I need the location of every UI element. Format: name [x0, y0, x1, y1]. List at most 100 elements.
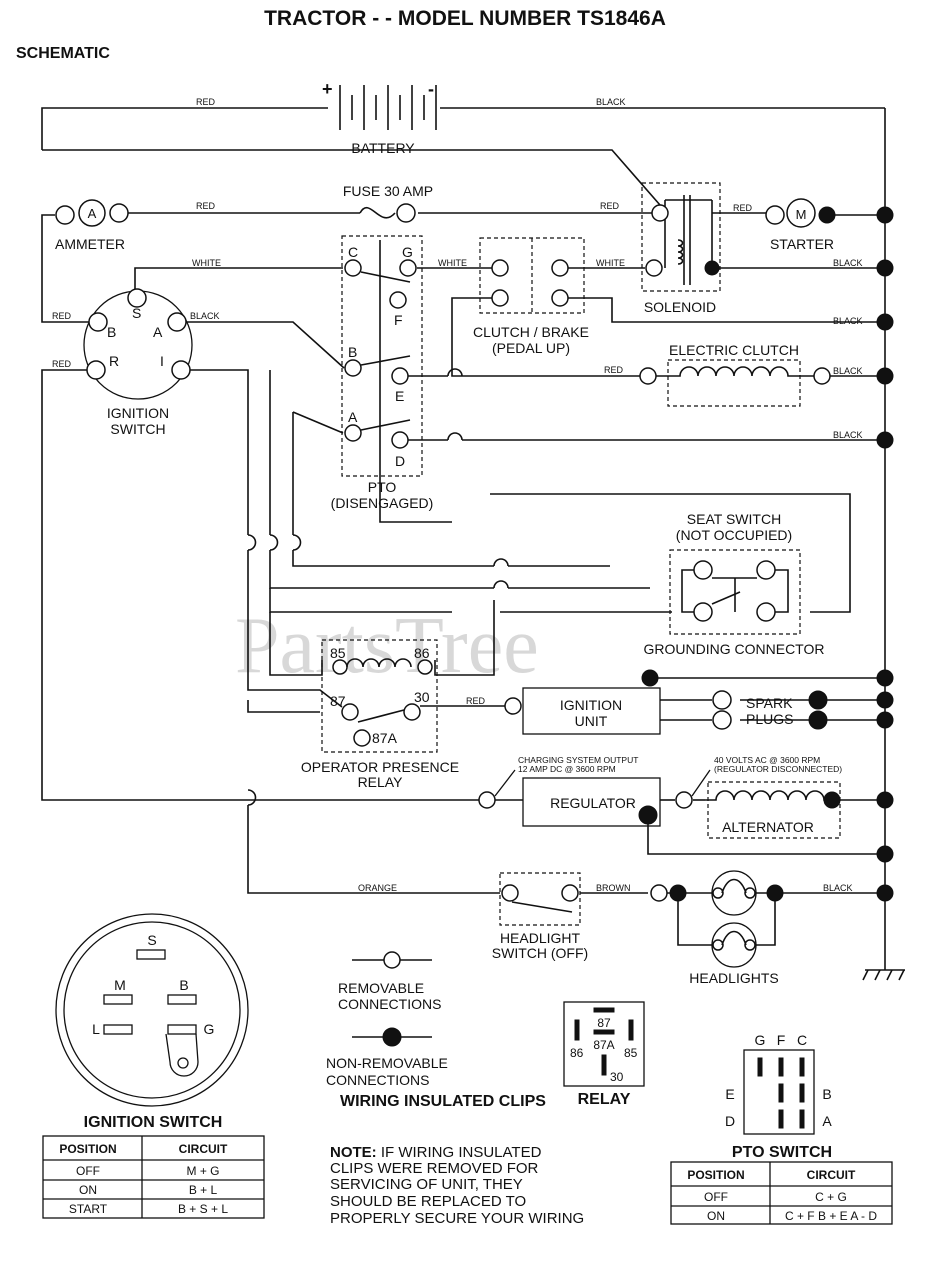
- opr-label-1: OPERATOR PRESENCE: [301, 759, 459, 775]
- relay-face-87: 87: [597, 1016, 611, 1030]
- ign-face-s: S: [147, 932, 156, 948]
- note-line-5: PROPERLY SECURE YOUR WIRING: [330, 1210, 584, 1227]
- ign-terminal-r: R: [109, 353, 119, 369]
- alt-note-1: 40 VOLTS AC @ 3600 RPM: [714, 755, 820, 765]
- operator-presence-relay: 85 86 87 30 87A OPERATOR PRESENCE RELAY: [301, 639, 459, 790]
- clutch-brake-label-1: CLUTCH / BRAKE: [473, 324, 589, 340]
- note-heading: WIRING INSULATED CLIPS: [340, 1093, 546, 1110]
- ign-terminal-b: B: [107, 324, 116, 340]
- clutch-brake-switch: CLUTCH / BRAKE (PEDAL UP): [473, 237, 589, 356]
- starter-symbol: M: [796, 207, 807, 222]
- svg-text:ORANGE: ORANGE: [358, 883, 397, 893]
- plugs-label: PLUGS: [746, 711, 793, 727]
- headlight-switch-label-2: SWITCH (OFF): [492, 945, 588, 961]
- starter: M STARTER: [765, 198, 836, 252]
- fuse: FUSE 30 AMP: [343, 183, 433, 223]
- ignition-unit-label-1: IGNITION: [560, 697, 622, 713]
- electric-clutch: ELECTRIC CLUTCH: [639, 342, 831, 407]
- ign-terminal-i: I: [160, 353, 164, 369]
- battery-plus: +: [322, 79, 333, 99]
- svg-text:RED: RED: [733, 203, 753, 213]
- alt-note-2: (REGULATOR DISCONNECTED): [714, 764, 842, 774]
- spark-plugs: SPARK PLUGS: [712, 690, 828, 730]
- ammeter-label: AMMETER: [55, 236, 125, 252]
- ign-table-header-0: POSITION: [59, 1142, 116, 1156]
- relay-face-86: 86: [570, 1046, 584, 1060]
- pto-face-e: E: [725, 1086, 734, 1102]
- svg-text:RED: RED: [196, 97, 216, 107]
- ign-table-row-0-pos: OFF: [76, 1164, 100, 1178]
- wire-color-labels: RED BLACK RED RED RED WHITE WHITE WHITE …: [52, 97, 863, 893]
- relay-terminal-87: 87: [330, 693, 346, 709]
- pto-table-row-1-pos: ON: [707, 1209, 725, 1223]
- legend-nonremovable: NON-REMOVABLE CONNECTIONS: [326, 1027, 448, 1088]
- fuse-label: FUSE 30 AMP: [343, 183, 433, 199]
- relay-terminal-85: 85: [330, 645, 346, 661]
- alternator-label: ALTERNATOR: [722, 819, 814, 835]
- svg-text:RED: RED: [196, 201, 216, 211]
- pto-table-row-1-circ: C + F B + E A - D: [785, 1209, 877, 1223]
- pto-face-f: F: [777, 1032, 786, 1048]
- page-subtitle: SCHEMATIC: [16, 45, 110, 62]
- ign-table-header-1: CIRCUIT: [179, 1142, 228, 1156]
- note-line-2: CLIPS WERE REMOVED FOR: [330, 1160, 539, 1177]
- pto-terminal-c: C: [348, 244, 358, 260]
- relay-face-85: 85: [624, 1046, 638, 1060]
- watermark: PartsTree: [235, 602, 539, 690]
- svg-text:RED: RED: [52, 359, 72, 369]
- pto-terminal-b: B: [348, 344, 357, 360]
- ignition-unit-label-2: UNIT: [575, 713, 608, 729]
- relay-terminal-86: 86: [414, 645, 430, 661]
- headlight-switch: HEADLIGHT SWITCH (OFF): [492, 872, 588, 961]
- ignition-switch: S B A R I IGNITION SWITCH: [83, 288, 193, 437]
- svg-text:RED: RED: [52, 311, 72, 321]
- pto-table-title: PTO SWITCH: [732, 1144, 832, 1161]
- headlights: HEADLIGHTS: [650, 870, 784, 986]
- pto-label-2: (DISENGAGED): [331, 495, 434, 511]
- svg-text:BLACK: BLACK: [823, 883, 853, 893]
- ign-table-row-2-pos: START: [69, 1202, 108, 1216]
- starter-label: STARTER: [770, 236, 834, 252]
- ign-terminal-a: A: [153, 324, 163, 340]
- spark-label: SPARK: [746, 695, 793, 711]
- alternator: ALTERNATOR 40 VOLTS AC @ 3600 RPM (REGUL…: [675, 755, 842, 839]
- svg-text:WHITE: WHITE: [192, 258, 221, 268]
- svg-text:BROWN: BROWN: [596, 883, 631, 893]
- ign-face-b: B: [179, 977, 188, 993]
- svg-text:WHITE: WHITE: [438, 258, 467, 268]
- electric-clutch-label: ELECTRIC CLUTCH: [669, 342, 799, 358]
- pto-terminal-e: E: [395, 388, 404, 404]
- wire-crossovers: [247, 368, 509, 806]
- pto-face-d: D: [725, 1113, 735, 1129]
- legend-removable-1: REMOVABLE: [338, 980, 424, 996]
- svg-text:BLACK: BLACK: [833, 258, 863, 268]
- pto-face-a: A: [822, 1113, 832, 1129]
- wiring-note: WIRING INSULATED CLIPS NOTE: IF WIRING I…: [330, 1093, 584, 1227]
- solenoid: SOLENOID: [641, 182, 721, 315]
- pto-terminal-a: A: [348, 409, 358, 425]
- clutch-brake-label-2: (PEDAL UP): [492, 340, 570, 356]
- legend-removable: REMOVABLE CONNECTIONS: [338, 951, 441, 1012]
- pto-label-1: PTO: [368, 479, 397, 495]
- ignition-switch-label-1: IGNITION: [107, 405, 169, 421]
- note-line-3: SERVICING OF UNIT, THEY: [330, 1176, 523, 1193]
- ground-junctions: [641, 206, 905, 981]
- ign-table-row-2-circ: B + S + L: [178, 1202, 228, 1216]
- seat-switch: SEAT SWITCH (NOT OCCUPIED) GROUNDING CON…: [644, 511, 825, 657]
- ign-table-row-0-circ: M + G: [186, 1164, 219, 1178]
- ignition-table-title: IGNITION SWITCH: [84, 1114, 223, 1131]
- note-line-4: SHOULD BE REPLACED TO: [330, 1193, 526, 1210]
- ignition-switch-face: S M B L G: [55, 913, 249, 1107]
- ign-face-g: G: [204, 1021, 215, 1037]
- relay-face: 87 87A 86 85 30 RELAY: [563, 1001, 645, 1108]
- solenoid-label: SOLENOID: [644, 299, 716, 315]
- ignition-unit: IGNITION UNIT: [504, 687, 661, 735]
- charging-note-2: 12 AMP DC @ 3600 RPM: [518, 764, 616, 774]
- svg-text:BLACK: BLACK: [190, 311, 220, 321]
- pto-table-row-0-pos: OFF: [704, 1190, 728, 1204]
- headlight-switch-label-1: HEADLIGHT: [500, 930, 581, 946]
- grounding-connector-label: GROUNDING CONNECTOR: [644, 641, 825, 657]
- pto-table-row-0-circ: C + G: [815, 1190, 847, 1204]
- ign-face-l: L: [92, 1021, 100, 1037]
